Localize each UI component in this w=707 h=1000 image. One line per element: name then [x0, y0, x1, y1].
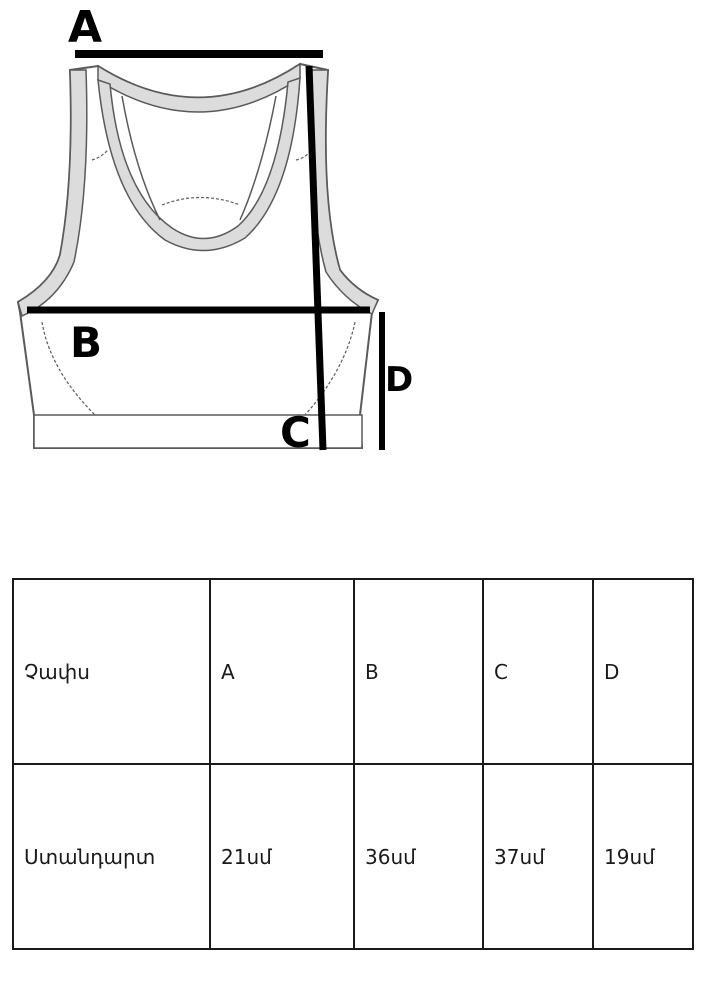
- measure-label-b: B: [70, 318, 103, 367]
- header-cell-d: D: [592, 578, 694, 765]
- bottom-band: [33, 414, 363, 449]
- racerback-band: [97, 76, 301, 252]
- header-cell-a: A: [209, 578, 355, 765]
- sports-bra-illustration: [16, 50, 385, 451]
- measure-label-d: D: [385, 360, 414, 400]
- row-cell-b: 36սմ: [353, 763, 484, 950]
- row-cell-a: 21սմ: [209, 763, 355, 950]
- row-cell-d: 19սմ: [592, 763, 694, 950]
- header-cell-c: C: [482, 578, 594, 765]
- header-cell-b: B: [353, 578, 484, 765]
- left-side-seam: [41, 149, 109, 416]
- racerback-inner-line: [121, 95, 277, 221]
- left-strap-band: [17, 69, 88, 318]
- table-row: Ստանդարտ 21սմ 36սմ 37սմ 19սմ: [12, 763, 694, 950]
- sports-bra-measurement-diagram: A B C D: [0, 0, 707, 480]
- row-cell-c: 37սմ: [482, 763, 594, 950]
- measure-line-c: [305, 65, 327, 451]
- measure-label-c: C: [280, 408, 311, 457]
- header-cell-size: Չափս: [12, 578, 211, 765]
- size-chart-table: Չափս A B C D Ստանդարտ 21սմ 36սմ 37սմ 19ս…: [12, 578, 694, 950]
- table-header-row: Չափս A B C D: [12, 578, 694, 765]
- row-cell-size: Ստանդարտ: [12, 763, 211, 950]
- measure-label-a: A: [68, 2, 103, 53]
- back-stitch-line: [161, 196, 241, 206]
